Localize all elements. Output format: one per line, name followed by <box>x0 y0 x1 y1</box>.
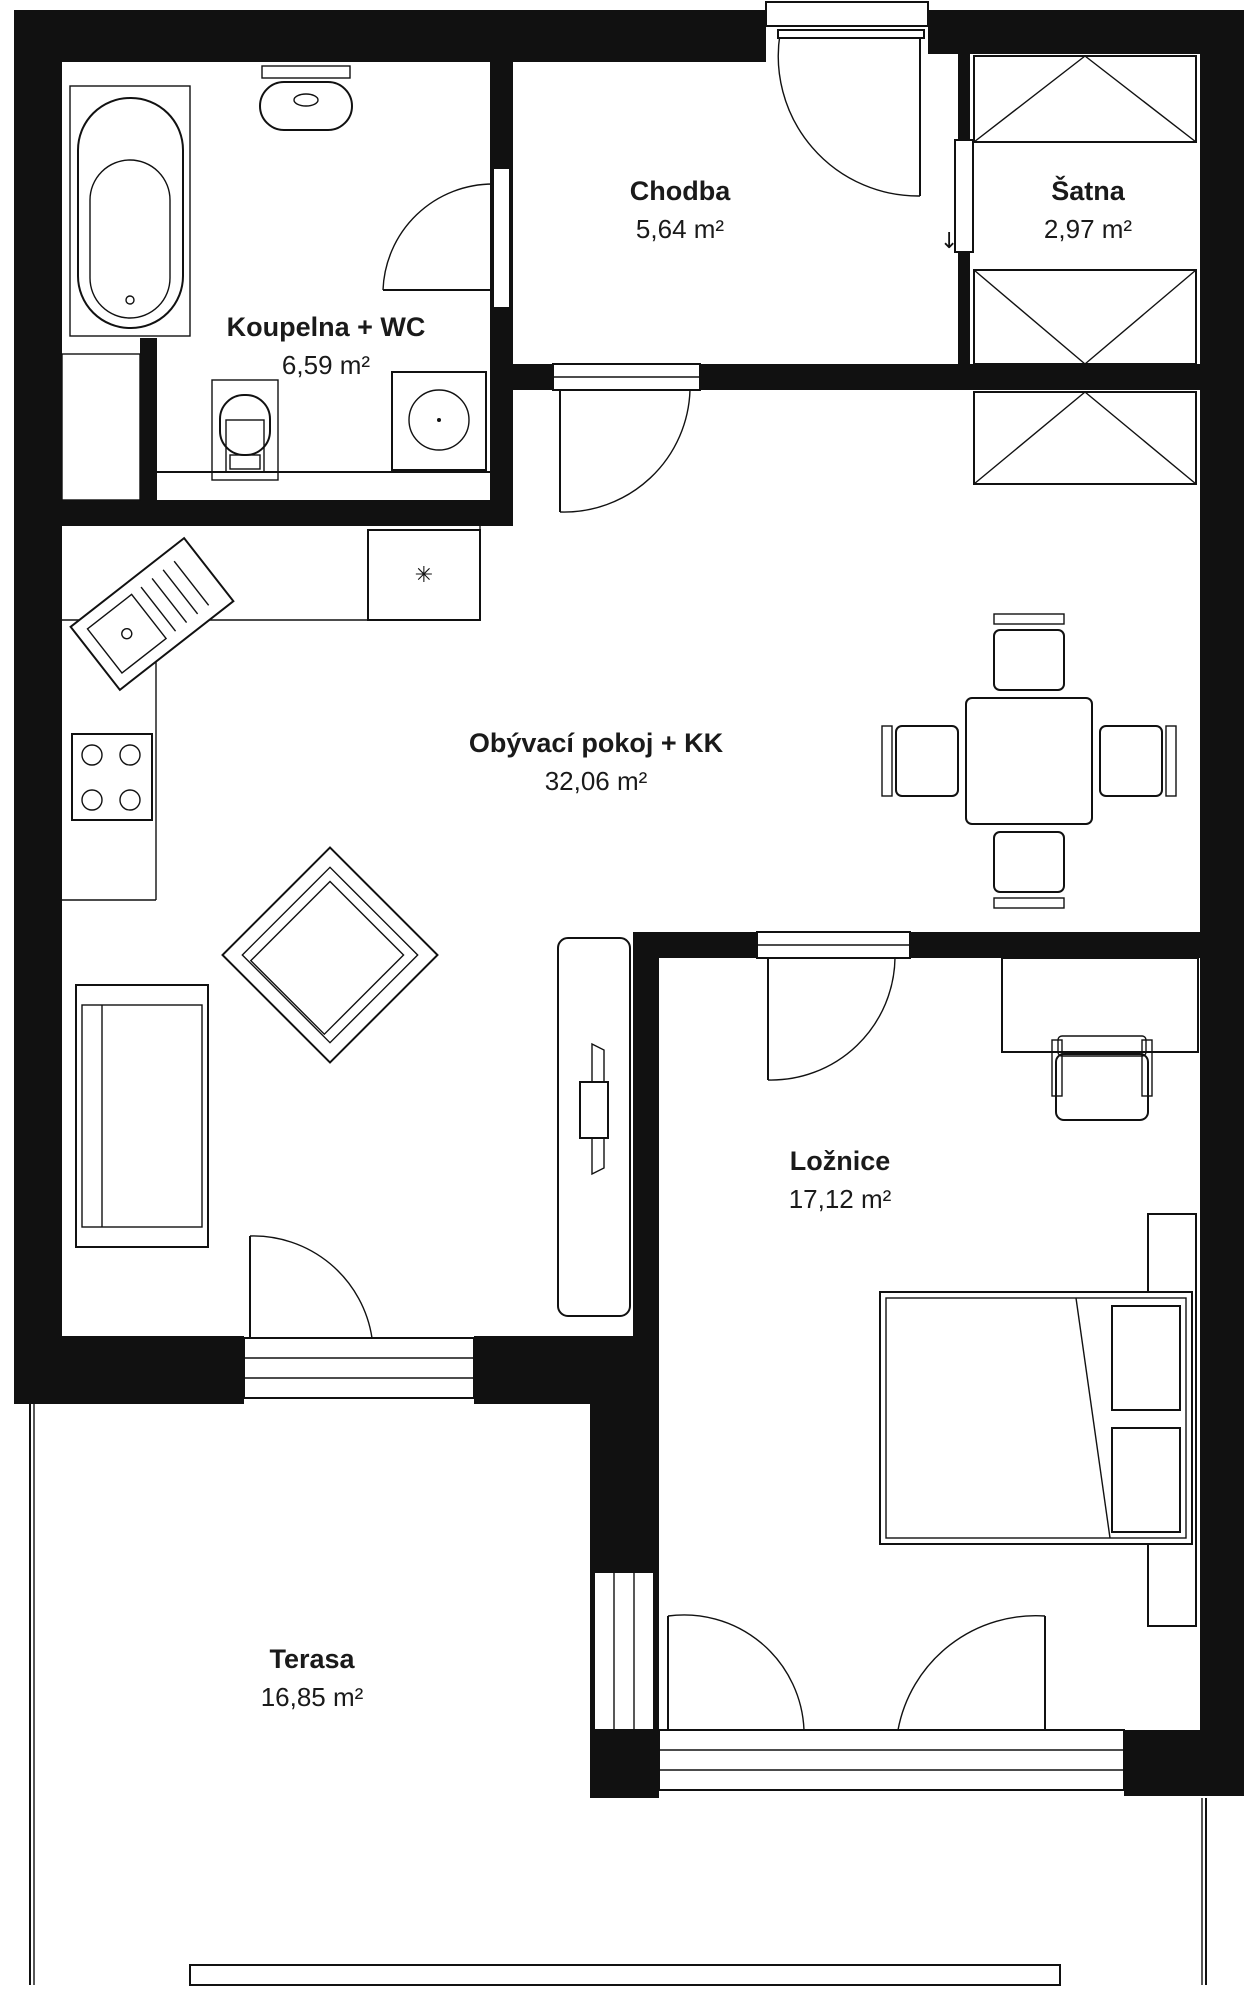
window-living-bottom <box>243 1337 475 1399</box>
room-area-obyvaci: 32,06 m² <box>545 766 648 796</box>
wardrobe-shelves: ↓ <box>940 55 1197 485</box>
toilet <box>219 394 271 456</box>
room-name-terasa: Terasa <box>269 1644 355 1674</box>
windows <box>29 1 1207 1986</box>
armchair <box>221 846 439 1064</box>
wall-bath-bottom <box>62 500 513 526</box>
window-hall-top <box>765 1 929 27</box>
wardrobe-top <box>973 55 1197 143</box>
dining-table <box>965 697 1093 825</box>
walls <box>14 10 1244 1798</box>
wall-bath-niche <box>140 338 157 508</box>
doors <box>249 29 1046 1731</box>
kitchen: ✳ <box>62 526 481 901</box>
wall-living-bottom-a <box>14 1336 244 1404</box>
wall-hall-bottom-a <box>513 364 553 390</box>
window-bed-bottom <box>658 1729 1125 1791</box>
room-area-satna: 2,97 m² <box>1044 214 1132 244</box>
fridge <box>367 529 481 621</box>
pillow-bottom <box>1111 1427 1181 1533</box>
wall-bed-top-b <box>910 932 1200 958</box>
room-labels: Koupelna + WC 6,59 m² Chodba 5,64 m² Šat… <box>227 175 1133 1712</box>
bathroom-fixtures <box>61 65 490 501</box>
wall-left <box>14 10 62 1400</box>
dining-chair-left <box>881 725 959 797</box>
wardrobe-living <box>973 391 1197 485</box>
extractor-icon: ✳ <box>415 563 433 588</box>
entry-arrow-icon: ↓ <box>940 229 958 254</box>
wall-top-right <box>928 10 1244 54</box>
desk <box>1001 957 1199 1053</box>
room-area-chodba: 5,64 m² <box>636 214 724 244</box>
bedroom-furniture <box>879 957 1199 1627</box>
room-name-satna: Šatna <box>1051 175 1126 206</box>
dining-chair-top <box>993 613 1065 691</box>
terrace-railing-bottom <box>189 1964 1061 1986</box>
desk-chair <box>1055 1053 1149 1121</box>
sofa <box>75 984 209 1248</box>
room-name-chodba: Chodba <box>630 176 731 206</box>
room-name-loznice: Ložnice <box>790 1146 891 1176</box>
tv <box>579 1081 609 1139</box>
dining-chair-right <box>1099 725 1177 797</box>
pillow-top <box>1111 1305 1181 1411</box>
living-furniture <box>75 613 1177 1317</box>
kitchen-sink <box>69 536 235 692</box>
wall-right <box>1200 54 1244 1762</box>
room-area-koupelna: 6,59 m² <box>282 350 370 380</box>
room-name-koupelna: Koupelna + WC <box>227 312 426 342</box>
window-bed-side <box>593 1571 655 1731</box>
room-name-obyvaci: Obývací pokoj + KK <box>469 728 724 758</box>
wall-hall-bottom-b <box>700 364 1200 390</box>
room-area-loznice: 17,12 m² <box>789 1184 892 1214</box>
room-area-terasa: 16,85 m² <box>261 1682 364 1712</box>
wardrobe-bottom <box>973 269 1197 365</box>
wall-bed-bottom-right <box>1124 1730 1244 1796</box>
bathtub <box>77 97 184 329</box>
dining-chair-bottom <box>993 831 1065 909</box>
wall-top-left <box>14 10 766 62</box>
